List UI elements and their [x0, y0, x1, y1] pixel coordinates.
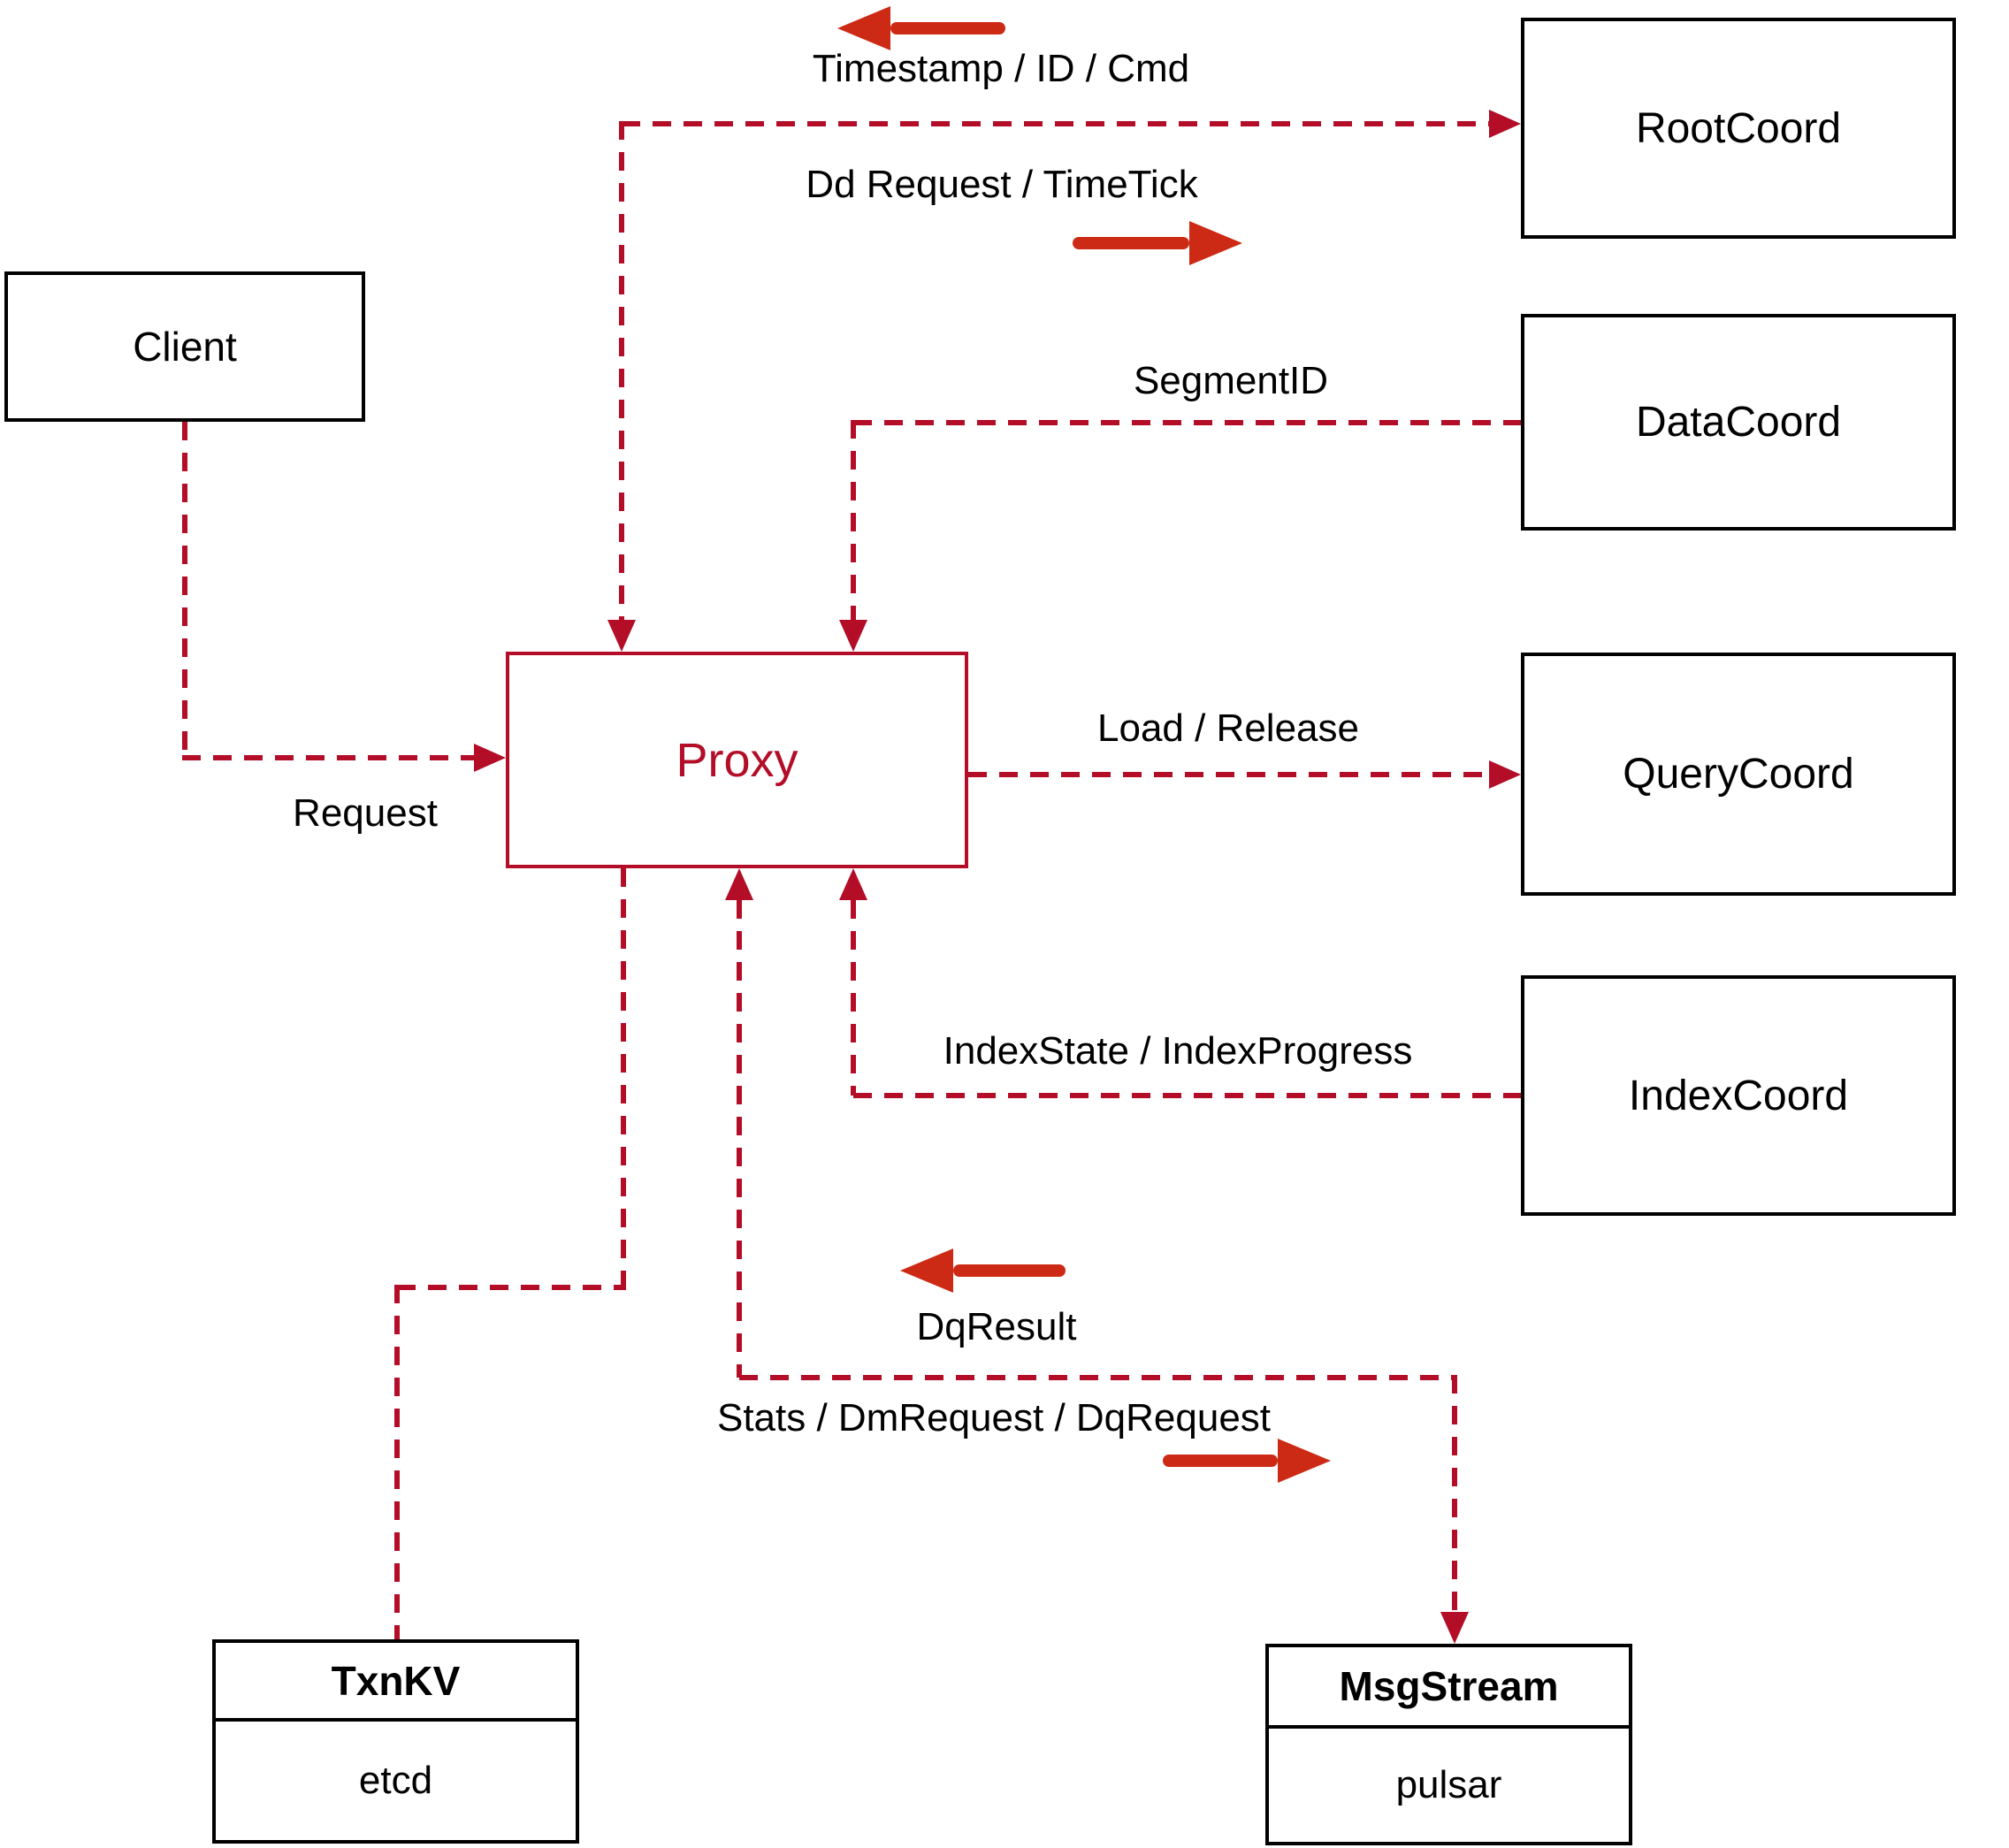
edge-proxy-txnkv-vertical-1 [621, 868, 626, 1287]
edge-proxy-msgstream-vertical-2 [1452, 1375, 1457, 1612]
msgstream-node-title: MsgStream [1269, 1647, 1629, 1729]
timestamp-direction-left-arrow-icon [837, 6, 1005, 50]
edge-proxy-rootcoord-horizontal [622, 121, 1491, 126]
edge-client-proxy-arrowhead [474, 744, 506, 772]
edge-proxy-querycoord-horizontal [968, 772, 1491, 777]
edge-datacoord-proxy-arrowhead [839, 620, 867, 652]
msgstream-node: MsgStream pulsar [1265, 1644, 1632, 1845]
edge-rootcoord-proxy-arrowhead [607, 620, 636, 652]
edge-label-timestamp: Timestamp / ID / Cmd [812, 47, 1190, 90]
edge-indexcoord-proxy-arrowhead [839, 868, 867, 900]
edge-proxy-txnkv-horizontal [397, 1285, 626, 1290]
edge-proxy-txnkv-vertical-2 [394, 1285, 400, 1639]
querycoord-node: QueryCoord [1521, 653, 1956, 896]
proxy-node: Proxy [506, 652, 968, 868]
dqresult-direction-left-arrow-icon [900, 1249, 1066, 1293]
client-node-label: Client [133, 324, 237, 370]
edge-label-load-release: Load / Release [1097, 706, 1359, 750]
edge-datacoord-proxy-vertical [851, 420, 856, 622]
edge-proxy-msgstream-horizontal [739, 1375, 1455, 1380]
edge-proxy-querycoord-arrowhead [1489, 760, 1521, 789]
querycoord-node-label: QueryCoord [1623, 751, 1854, 798]
edge-indexcoord-proxy-vertical [851, 900, 856, 1096]
client-node: Client [4, 271, 365, 422]
edge-datacoord-proxy-horizontal [853, 420, 1521, 425]
edge-indexcoord-proxy-horizontal [853, 1093, 1521, 1098]
datacoord-node: DataCoord [1521, 314, 1956, 531]
edge-label-index-state: IndexState / IndexProgress [943, 1029, 1413, 1073]
edge-proxy-msgstream-vertical-1 [737, 900, 742, 1378]
edge-label-dd-request: Dd Request / TimeTick [806, 163, 1198, 206]
stats-direction-right-arrow-icon [1163, 1439, 1331, 1483]
proxy-node-label: Proxy [676, 733, 798, 787]
msgstream-node-subtitle: pulsar [1395, 1763, 1502, 1806]
indexcoord-node: IndexCoord [1521, 975, 1956, 1216]
rootcoord-node-label: RootCoord [1635, 104, 1842, 152]
edge-label-request: Request [293, 791, 438, 835]
edge-proxy-msgstream-arrowhead [1440, 1612, 1469, 1644]
edge-msgstream-proxy-arrowhead [725, 868, 753, 900]
edge-label-segment-id: SegmentID [1133, 359, 1329, 402]
txnkv-node-subtitle: etcd [358, 1759, 433, 1802]
datacoord-node-label: DataCoord [1635, 399, 1842, 446]
edge-client-proxy-horizontal [182, 755, 474, 760]
dd-request-direction-right-arrow-icon [1073, 221, 1242, 265]
edge-proxy-rootcoord-vertical [619, 121, 624, 622]
edge-label-stats: Stats / DmRequest / DqRequest [716, 1396, 1272, 1439]
indexcoord-node-label: IndexCoord [1628, 1072, 1849, 1119]
txnkv-node: TxnKV etcd [212, 1639, 579, 1844]
edge-label-dq-result: DqResult [916, 1305, 1077, 1348]
rootcoord-node: RootCoord [1521, 18, 1956, 239]
edge-proxy-rootcoord-arrowhead [1489, 110, 1521, 138]
txnkv-node-title: TxnKV [216, 1643, 576, 1722]
edge-client-proxy-vertical [182, 422, 187, 758]
